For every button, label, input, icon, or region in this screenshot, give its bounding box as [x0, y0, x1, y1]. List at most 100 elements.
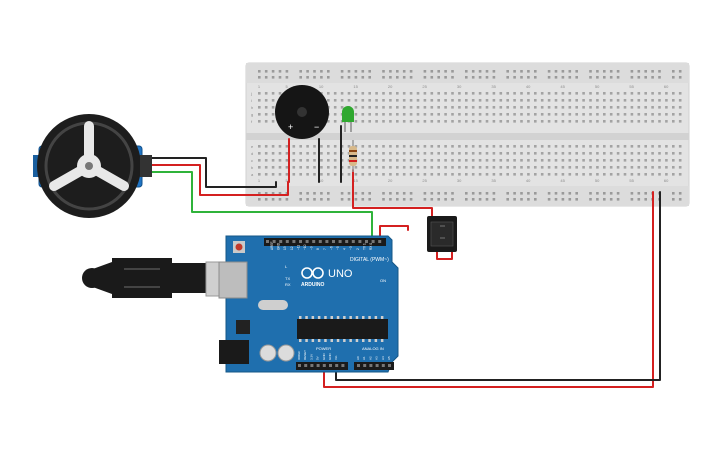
hole[interactable]	[672, 106, 675, 109]
hole[interactable]	[658, 173, 661, 176]
hole[interactable]	[582, 159, 585, 162]
digital-pin[interactable]	[318, 240, 322, 243]
hole[interactable]	[389, 166, 392, 169]
hole[interactable]	[596, 92, 599, 95]
hole[interactable]	[361, 159, 365, 162]
wire-servo-signal[interactable]	[149, 171, 373, 242]
hole[interactable]	[375, 99, 378, 102]
hole[interactable]	[520, 76, 523, 79]
hole[interactable]	[409, 106, 413, 109]
hole[interactable]	[623, 152, 627, 155]
wire-servo-ground[interactable]	[149, 157, 277, 188]
hole[interactable]	[320, 198, 323, 201]
hole[interactable]	[589, 166, 592, 169]
hole[interactable]	[658, 92, 661, 95]
hole[interactable]	[264, 192, 268, 195]
hole[interactable]	[320, 76, 323, 79]
hole[interactable]	[603, 173, 606, 176]
hole[interactable]	[506, 70, 509, 73]
hole[interactable]	[471, 113, 475, 116]
hole[interactable]	[340, 92, 344, 95]
hole[interactable]	[354, 76, 358, 79]
hole[interactable]	[527, 198, 530, 201]
hole[interactable]	[603, 145, 606, 148]
hole[interactable]	[575, 166, 578, 169]
hole[interactable]	[306, 145, 309, 148]
hole[interactable]	[389, 152, 392, 155]
hole[interactable]	[333, 99, 337, 102]
digital-pin[interactable]	[305, 240, 309, 243]
hole[interactable]	[513, 159, 516, 162]
hole[interactable]	[299, 70, 302, 73]
hole[interactable]	[402, 106, 406, 109]
hole[interactable]	[285, 70, 289, 73]
hole[interactable]	[299, 145, 302, 148]
hole[interactable]	[603, 76, 606, 79]
hole[interactable]	[368, 106, 371, 109]
hole[interactable]	[672, 70, 675, 73]
hole[interactable]	[458, 120, 461, 123]
hole[interactable]	[340, 159, 344, 162]
hole[interactable]	[402, 92, 406, 95]
hole[interactable]	[285, 192, 289, 195]
wire-digital-sensor[interactable]	[379, 225, 409, 241]
hole[interactable]	[651, 76, 654, 79]
hole[interactable]	[651, 159, 654, 162]
hole[interactable]	[513, 152, 516, 155]
hole[interactable]	[471, 70, 475, 73]
hole[interactable]	[527, 70, 530, 73]
hole[interactable]	[409, 159, 413, 162]
hole[interactable]	[409, 192, 413, 195]
hole[interactable]	[540, 173, 544, 176]
hole[interactable]	[478, 152, 482, 155]
hole[interactable]	[389, 113, 392, 116]
hole[interactable]	[485, 70, 489, 73]
hole[interactable]	[416, 99, 420, 102]
hole[interactable]	[278, 76, 282, 79]
hole[interactable]	[582, 92, 585, 95]
hole[interactable]	[623, 173, 627, 176]
hole[interactable]	[609, 113, 613, 116]
hole[interactable]	[630, 192, 634, 195]
hole[interactable]	[520, 198, 523, 201]
hole[interactable]	[416, 159, 420, 162]
hole[interactable]	[637, 99, 641, 102]
hole[interactable]	[575, 70, 578, 73]
hole[interactable]	[437, 113, 440, 116]
hole[interactable]	[623, 113, 627, 116]
hole[interactable]	[458, 173, 461, 176]
hole[interactable]	[561, 70, 565, 73]
hole[interactable]	[465, 70, 468, 73]
hole[interactable]	[368, 113, 371, 116]
hole[interactable]	[527, 166, 530, 169]
hole[interactable]	[402, 99, 406, 102]
hole[interactable]	[327, 173, 330, 176]
hole[interactable]	[382, 99, 385, 102]
hole[interactable]	[258, 159, 261, 162]
hole[interactable]	[527, 152, 530, 155]
hole[interactable]	[465, 120, 468, 123]
hole[interactable]	[382, 145, 385, 148]
hole[interactable]	[547, 92, 551, 95]
hole[interactable]	[568, 173, 572, 176]
hole[interactable]	[396, 113, 399, 116]
hole[interactable]	[554, 113, 558, 116]
hole[interactable]	[506, 92, 509, 95]
hole[interactable]	[396, 106, 399, 109]
hole[interactable]	[361, 198, 365, 201]
hole[interactable]	[458, 159, 461, 162]
hole[interactable]	[582, 152, 585, 155]
hole[interactable]	[568, 106, 572, 109]
hole[interactable]	[616, 120, 620, 123]
hole[interactable]	[554, 92, 558, 95]
hole[interactable]	[527, 192, 530, 195]
hole[interactable]	[658, 166, 661, 169]
hole[interactable]	[389, 92, 392, 95]
hole[interactable]	[368, 166, 371, 169]
digital-pin[interactable]	[325, 240, 329, 243]
hole[interactable]	[603, 113, 606, 116]
hole[interactable]	[575, 113, 578, 116]
hole[interactable]	[658, 145, 661, 148]
hole[interactable]	[672, 120, 675, 123]
